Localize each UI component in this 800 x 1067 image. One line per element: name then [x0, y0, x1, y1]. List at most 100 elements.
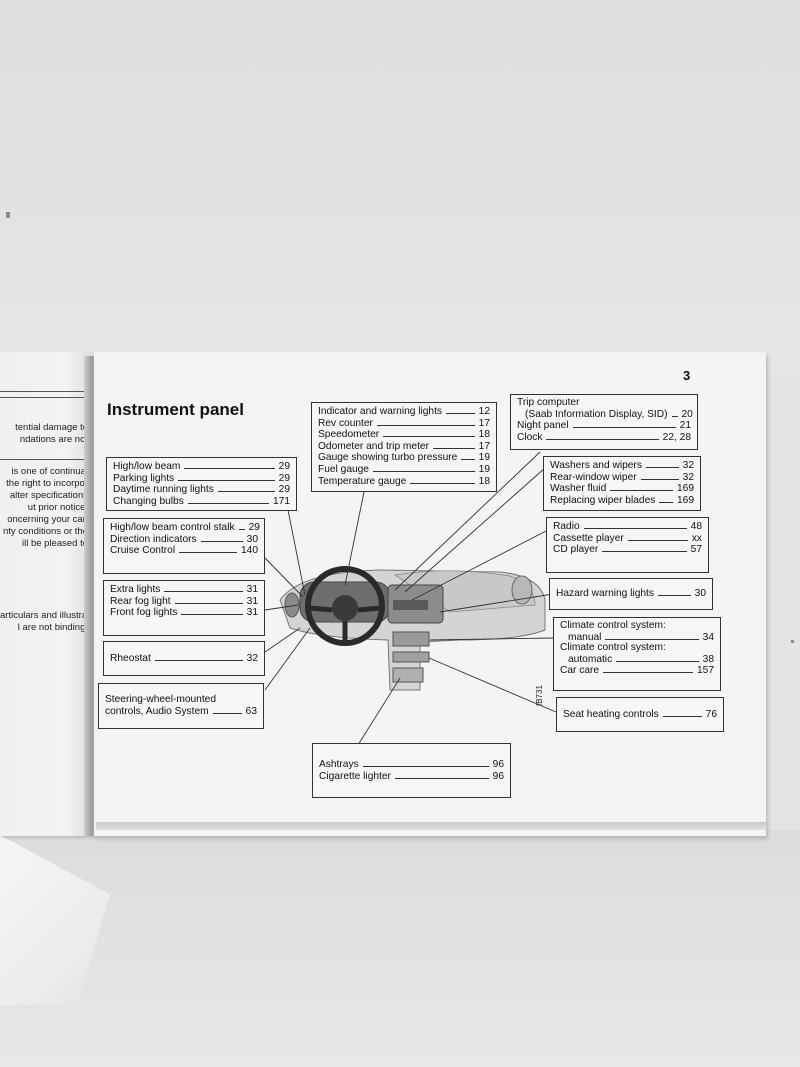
leader-line	[358, 678, 400, 745]
entry-page-number: 169	[677, 484, 694, 495]
entry-page-number: 18	[479, 477, 490, 488]
entry-leader-line	[446, 406, 475, 414]
entry-page-number: 21	[680, 421, 691, 432]
entry-label: Extra lights	[110, 585, 160, 596]
entry-leader-line	[603, 665, 693, 673]
entry-page-number: 29	[279, 474, 290, 485]
climate-box: Climate control system:manual34Climate c…	[553, 617, 721, 691]
index-entry: Climate control system:	[560, 621, 714, 632]
entry-leader-line	[201, 534, 243, 542]
index-entry: Hazard warning lights 30	[556, 588, 706, 600]
entry-page-number: 19	[479, 453, 490, 464]
entry-label: Front fog lights	[110, 608, 177, 619]
entry-leader-line	[175, 596, 243, 604]
entry-leader-line	[659, 495, 673, 503]
entry-page-number: 32	[683, 473, 694, 484]
entry-page-number: 32	[683, 461, 694, 472]
entry-leader-line	[672, 409, 678, 417]
entry-label: Odometer and trip meter	[318, 442, 429, 453]
entry-label: Climate control system:	[560, 621, 666, 632]
entry-label: Cassette player	[553, 534, 624, 545]
entry-leader-line	[616, 654, 698, 662]
indicators-box: Indicator and warning lights12Rev counte…	[311, 402, 497, 492]
entry-label: Gauge showing turbo pressure	[318, 453, 457, 464]
entry-label: Rear-window wiper	[550, 473, 637, 484]
index-entry: Climate control system:	[560, 643, 714, 654]
entry-page-number: 19	[479, 465, 490, 476]
ashtray-panel	[393, 668, 423, 682]
entry-label: Seat heating controls	[563, 710, 659, 721]
entry-label: Parking lights	[113, 474, 174, 485]
entry-label: Fuel gauge	[318, 465, 369, 476]
entry-page-number: 96	[493, 760, 504, 771]
entry-page-number: 29	[249, 523, 260, 534]
entry-label: controls, Audio System	[105, 707, 209, 718]
index-entry: Front fog lights 31	[110, 607, 258, 619]
entry-page-number: 63	[246, 707, 257, 718]
seat-heating-box: Seat heating controls 76	[556, 697, 724, 732]
radio-unit	[393, 600, 428, 610]
entry-page-number: 31	[247, 585, 258, 596]
extra-lights-box: Extra lights31Rear fog light31Front fog …	[103, 580, 265, 636]
climate-panel	[393, 632, 429, 646]
index-entry: (Saab Information Display, SID)20	[517, 409, 691, 421]
entry-label: (Saab Information Display, SID)	[517, 410, 668, 421]
index-entry: CD player57	[553, 544, 702, 556]
index-entry: Temperature gauge18	[318, 476, 490, 488]
entry-leader-line	[377, 418, 475, 426]
index-entry: Rear-window wiper 32	[550, 472, 694, 484]
entry-label: Washer fluid	[550, 484, 606, 495]
entry-page-number: 171	[273, 497, 290, 508]
index-entry: Direction indicators30	[110, 534, 258, 546]
entry-page-number: 96	[493, 772, 504, 783]
entry-leader-line	[610, 483, 673, 491]
entry-label: Trip computer	[517, 398, 579, 409]
entry-label: Rev counter	[318, 419, 373, 430]
entry-page-number: xx	[692, 534, 702, 545]
entry-leader-line	[461, 452, 474, 460]
entry-label: Cigarette lighter	[319, 772, 391, 783]
entry-label: Indicator and warning lights	[318, 407, 442, 418]
index-entry: Replacing wiper blades169	[550, 495, 694, 507]
entry-page-number: 17	[479, 442, 490, 453]
index-entry: Odometer and trip meter 17	[318, 441, 490, 453]
entry-label: Hazard warning lights	[556, 589, 654, 600]
entry-label: Rear fog light	[110, 597, 171, 608]
entry-page-number: 30	[695, 589, 706, 600]
entry-label: Ashtrays	[319, 760, 359, 771]
entry-page-number: 31	[247, 597, 258, 608]
wipers-box: Washers and wipers32Rear-window wiper32W…	[543, 456, 701, 511]
entry-page-number: 76	[706, 710, 717, 721]
entry-label: Daytime running lights	[113, 485, 214, 496]
index-entry: Fuel gauge 19	[318, 464, 490, 476]
leader-line	[288, 510, 305, 595]
entry-label: Cruise Control	[110, 546, 175, 557]
entry-leader-line	[546, 432, 658, 440]
entry-label: Direction indicators	[110, 535, 197, 546]
hazard-box: Hazard warning lights 30	[549, 578, 713, 610]
entry-leader-line	[179, 545, 237, 553]
index-entry: Daytime running lights29	[113, 484, 290, 496]
entry-label: Rheostat	[110, 654, 151, 665]
steering-hub	[332, 595, 358, 621]
index-entry: Seat heating controls 76	[563, 709, 717, 721]
entry-leader-line	[395, 771, 489, 779]
entry-page-number: 169	[677, 496, 694, 507]
entry-page-number: 32	[247, 654, 258, 665]
index-entry: Rear fog light 31	[110, 596, 258, 608]
index-entry: controls, Audio System 63	[105, 706, 257, 718]
entry-leader-line	[181, 607, 242, 615]
index-entry: Steering-wheel-mounted	[105, 695, 257, 706]
entry-page-number: 34	[703, 633, 714, 644]
entry-leader-line	[164, 584, 242, 592]
entry-label: Radio	[553, 522, 580, 533]
entry-page-number: 31	[247, 608, 258, 619]
entry-label: automatic	[560, 655, 612, 666]
